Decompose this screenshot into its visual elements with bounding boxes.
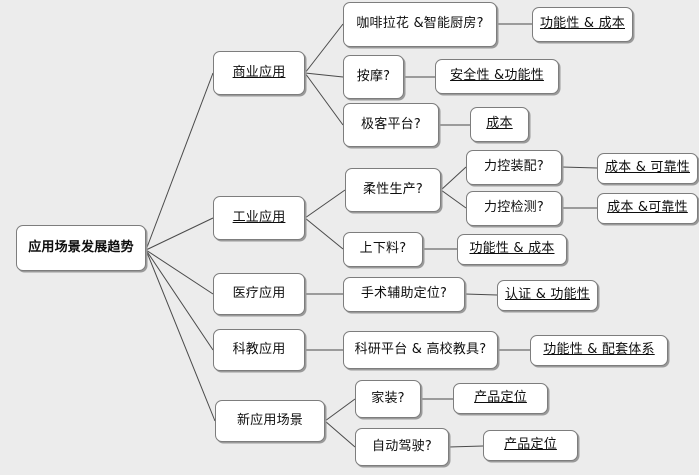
edge-n-flexible-to-n-assembly: [440, 166, 467, 191]
node-label: 产品定位: [504, 437, 557, 453]
edge-n-commercial-to-n-geek: [304, 72, 344, 126]
node-label: 功能性 & 成本: [539, 16, 625, 32]
node-n-massage[interactable]: 按摩?: [343, 55, 404, 99]
node-label: 新应用场景: [236, 412, 303, 428]
edge-root-to-n-commercial: [145, 72, 214, 251]
edge-n-newscene-to-n-home: [324, 398, 356, 422]
node-label: 手术辅助定位?: [360, 286, 448, 302]
node-n-flexible[interactable]: 柔性生产?: [345, 168, 441, 212]
edge-n-flexible-to-n-inspect: [440, 189, 467, 209]
node-root[interactable]: 应用场景发展趋势: [16, 225, 146, 271]
node-label: 按摩?: [356, 68, 391, 84]
node-n-home-leaf[interactable]: 产品定位: [453, 383, 548, 414]
node-label: 自动驾驶?: [372, 438, 432, 454]
edge-n-industrial-to-n-loading: [304, 217, 344, 250]
edge-n-driving-to-n-driving-leaf: [448, 445, 484, 448]
edge-n-commercial-to-n-massage: [304, 72, 344, 78]
node-n-newscene[interactable]: 新应用场景: [215, 400, 325, 442]
node-label: 产品定位: [474, 390, 527, 406]
node-n-geek[interactable]: 极客平台?: [343, 103, 439, 147]
node-n-surgery[interactable]: 手术辅助定位?: [343, 277, 465, 312]
node-label: 成本: [486, 116, 513, 132]
node-n-driving-leaf[interactable]: 产品定位: [483, 430, 578, 461]
edge-n-surgery-to-n-surgery-leaf: [464, 293, 498, 296]
edge-root-to-n-education: [145, 249, 214, 351]
node-label: 功能性 & 配套体系: [543, 342, 655, 358]
node-n-industrial[interactable]: 工业应用: [213, 196, 305, 240]
node-label: 上下料?: [359, 241, 407, 257]
edge-root-to-n-industrial: [145, 217, 214, 251]
edge-n-industrial-to-n-flexible: [304, 189, 346, 219]
node-n-surgery-leaf[interactable]: 认证 & 功能性: [497, 280, 598, 311]
node-n-home[interactable]: 家装?: [355, 380, 421, 418]
node-n-geek-leaf[interactable]: 成本: [470, 107, 529, 142]
node-n-massage-leaf[interactable]: 安全性 &功能性: [435, 59, 559, 94]
node-label: 商业应用: [232, 64, 286, 80]
node-label: 科教应用: [232, 341, 286, 357]
node-n-assembly[interactable]: 力控装配?: [466, 150, 562, 185]
edge-root-to-n-medical: [145, 249, 214, 295]
node-label: 安全性 &功能性: [450, 68, 544, 84]
node-n-driving[interactable]: 自动驾驶?: [355, 428, 449, 466]
edge-n-assembly-to-n-assembly-leaf: [561, 166, 598, 169]
node-n-inspect-leaf[interactable]: 成本 &可靠性: [597, 193, 698, 224]
node-label: 科研平台 & 高校教具?: [354, 341, 487, 357]
node-label: 应用场景发展趋势: [28, 239, 134, 255]
node-n-coffee-leaf[interactable]: 功能性 & 成本: [532, 7, 633, 42]
node-label: 力控检测?: [484, 200, 544, 216]
node-n-research-leaf[interactable]: 功能性 & 配套体系: [530, 335, 668, 366]
edge-n-commercial-to-n-coffee: [304, 23, 344, 74]
node-label: 力控装配?: [484, 159, 544, 175]
node-label: 成本 & 可靠性: [604, 160, 690, 176]
node-n-assembly-leaf[interactable]: 成本 & 可靠性: [597, 153, 698, 184]
node-n-inspect[interactable]: 力控检测?: [466, 191, 562, 226]
node-n-commercial[interactable]: 商业应用: [213, 51, 305, 95]
edge-root-to-n-newscene: [145, 249, 216, 422]
node-label: 医疗应用: [232, 285, 286, 301]
node-label: 成本 &可靠性: [607, 200, 688, 216]
node-label: 极客平台?: [361, 116, 421, 132]
node-n-education[interactable]: 科教应用: [213, 329, 305, 371]
node-n-loading[interactable]: 上下料?: [343, 232, 423, 267]
node-n-research[interactable]: 科研平台 & 高校教具?: [343, 331, 498, 369]
node-n-coffee[interactable]: 咖啡拉花 &智能厨房?: [343, 2, 497, 47]
edge-n-newscene-to-n-driving: [324, 420, 356, 448]
node-label: 工业应用: [232, 209, 286, 225]
node-label: 功能性 & 成本: [469, 241, 555, 257]
node-label: 咖啡拉花 &智能厨房?: [356, 16, 484, 32]
node-n-medical[interactable]: 医疗应用: [213, 273, 305, 315]
node-label: 家装?: [371, 390, 405, 406]
node-label: 柔性生产?: [363, 181, 423, 197]
node-n-loading-leaf[interactable]: 功能性 & 成本: [457, 234, 567, 265]
node-label: 认证 & 功能性: [504, 287, 590, 303]
